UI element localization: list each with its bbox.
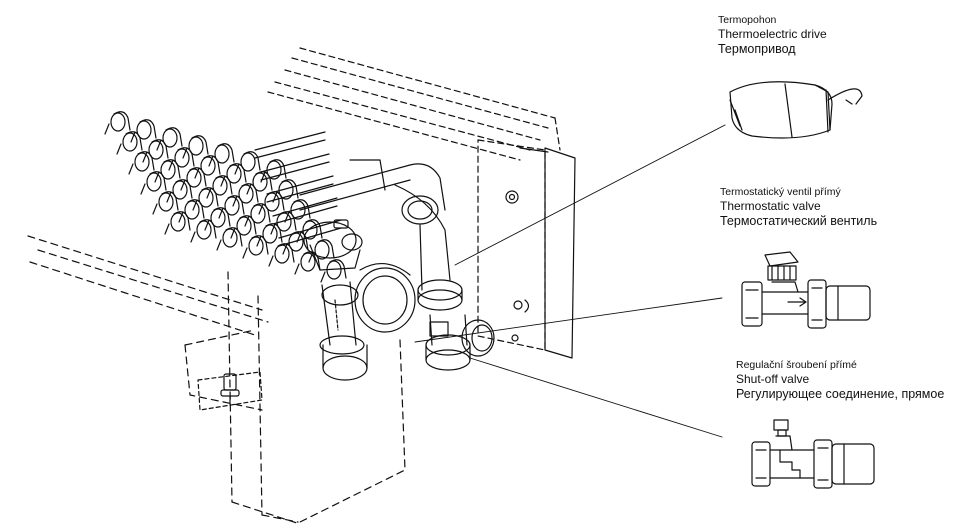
callout-valve-en: Thermostatic valve bbox=[720, 199, 821, 213]
manifold-fitting bbox=[216, 227, 243, 251]
callout-shutoff: Regulační šroubení přímé Shut-off valve … bbox=[736, 359, 944, 402]
manifold-fitting bbox=[320, 259, 347, 283]
manifold-pipe bbox=[278, 219, 342, 247]
manifold-fitting bbox=[206, 175, 233, 199]
manifold-fitting bbox=[232, 183, 259, 207]
back-plate bbox=[477, 139, 576, 359]
manifold-fitting bbox=[258, 191, 285, 215]
manifold-fitting bbox=[152, 191, 179, 215]
callout-valve-cz: Termostatický ventil přímý bbox=[720, 186, 841, 198]
dashed-panel-back bbox=[267, 47, 561, 161]
callout-shutoff-en: Shut-off valve bbox=[736, 372, 810, 386]
manifold-fitting bbox=[192, 187, 219, 211]
pump-valve-group bbox=[299, 159, 530, 381]
manifold-fitting bbox=[104, 111, 131, 135]
manifold-fitting bbox=[166, 179, 193, 203]
manifold-fitting bbox=[156, 127, 183, 151]
manifold-fitting bbox=[182, 135, 209, 159]
manifold-fitting bbox=[244, 203, 271, 227]
manifold-fittings bbox=[104, 111, 347, 283]
manifold-fitting bbox=[256, 223, 283, 247]
leader-lines bbox=[414, 124, 726, 438]
manifold-fitting bbox=[204, 207, 231, 231]
manifold-fitting bbox=[142, 139, 169, 163]
thermostatic-valve-illustration bbox=[741, 251, 871, 329]
leader-line-shutoff bbox=[469, 357, 723, 438]
manifold-pipe bbox=[272, 197, 338, 225]
manifold-pipe bbox=[260, 153, 330, 181]
callout-valve: Termostatický ventil přímý Thermostatic … bbox=[720, 186, 877, 229]
callout-drive: Termopohon Thermoelectric drive Термопри… bbox=[718, 14, 827, 57]
manifold-fitting bbox=[178, 199, 205, 223]
callout-drive-cz: Termopohon bbox=[718, 14, 777, 26]
manifold-fitting bbox=[242, 235, 269, 259]
manifold-fitting bbox=[246, 171, 273, 195]
callout-drive-ru: Термопривод bbox=[718, 42, 796, 56]
manifold-fitting bbox=[128, 151, 155, 175]
manifold-fitting bbox=[140, 171, 167, 195]
manifold-fitting bbox=[284, 199, 311, 223]
callout-shutoff-cz: Regulační šroubení přímé bbox=[736, 359, 857, 371]
dashed-panel-front bbox=[27, 235, 406, 525]
mounting-bracket bbox=[197, 371, 263, 411]
manifold-fitting bbox=[208, 143, 235, 167]
manifold-fitting bbox=[296, 219, 323, 243]
manifold-fitting bbox=[190, 219, 217, 243]
thermoelectric-drive-illustration bbox=[729, 81, 863, 139]
shutoff-valve-illustration bbox=[751, 419, 875, 489]
manifold-fitting bbox=[154, 159, 181, 183]
callout-shutoff-ru: Регулирующее соединение, прямое bbox=[736, 387, 945, 401]
manifold-fitting bbox=[194, 155, 221, 179]
callout-drive-en: Thermoelectric drive bbox=[718, 27, 827, 41]
manifold-fitting bbox=[180, 167, 207, 191]
manifold-pipe bbox=[254, 131, 326, 159]
manifold-fitting bbox=[220, 163, 247, 187]
manifold-fitting bbox=[164, 211, 191, 235]
manifold-fitting bbox=[268, 243, 295, 267]
manifold-fitting bbox=[168, 147, 195, 171]
callout-valve-ru: Термостатический вентиль bbox=[720, 214, 878, 228]
manifold-fitting bbox=[234, 151, 261, 175]
manifold-fitting bbox=[230, 215, 257, 239]
manifold-fitting bbox=[116, 131, 143, 155]
leader-line-drive bbox=[454, 124, 726, 266]
manifold-fitting bbox=[218, 195, 245, 219]
manifold-fitting bbox=[130, 119, 157, 143]
manifold-pipe bbox=[266, 175, 334, 203]
leader-line-valve bbox=[414, 297, 723, 343]
